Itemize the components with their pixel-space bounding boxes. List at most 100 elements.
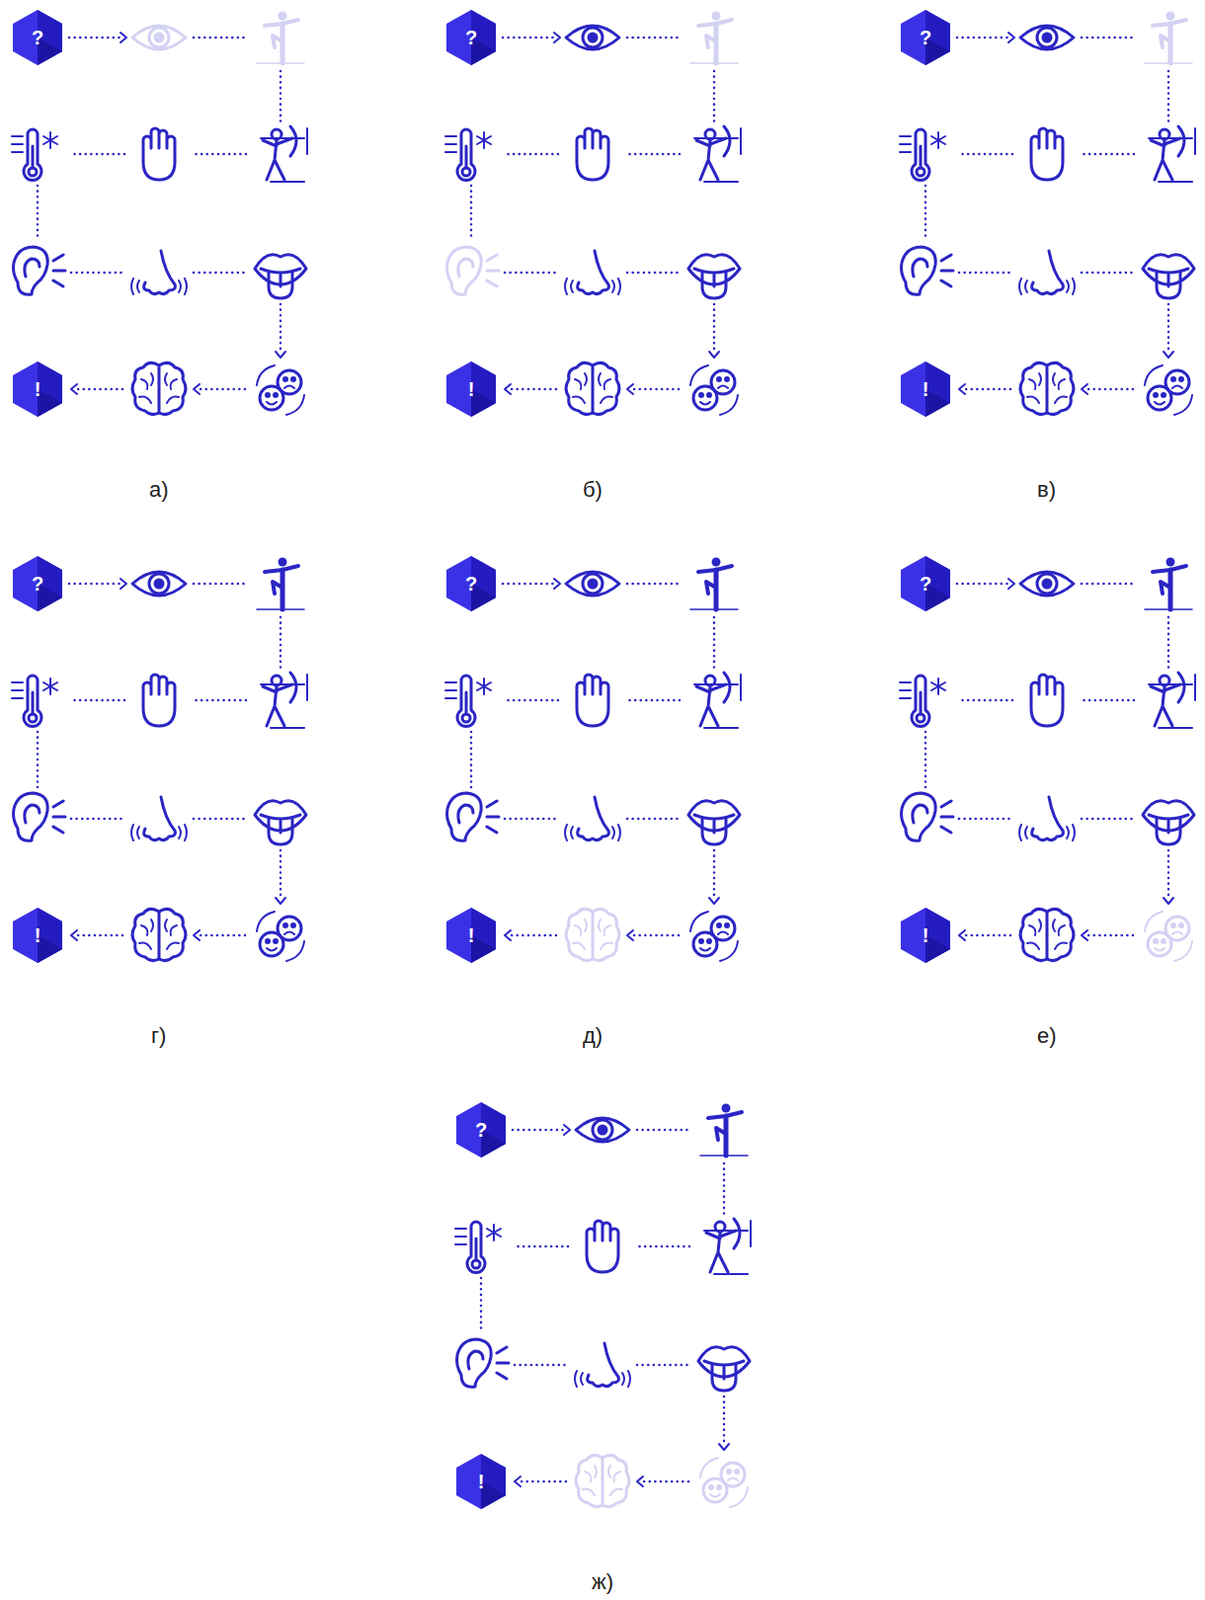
icon-part — [277, 370, 302, 395]
icon-part — [941, 269, 954, 273]
icon-part — [690, 911, 709, 932]
icon-part — [43, 132, 58, 149]
icon-part — [720, 395, 738, 415]
dotted-line — [504, 271, 559, 275]
dotted-line — [504, 817, 559, 821]
arrow-head — [120, 32, 127, 43]
icon-part — [1172, 386, 1183, 390]
icon-part — [1166, 11, 1176, 21]
dotted-line — [502, 36, 557, 40]
icon-part — [447, 246, 482, 295]
hexagon-face — [456, 1453, 506, 1510]
icon-part — [457, 675, 476, 726]
dotted-line — [631, 388, 679, 392]
icon-part — [1165, 916, 1190, 941]
icon-part — [1172, 932, 1183, 936]
icon-part — [712, 558, 722, 567]
icon-part — [714, 569, 720, 610]
icon-part — [694, 268, 734, 273]
therm-icon — [11, 675, 58, 726]
icon-part — [1160, 35, 1171, 48]
arrow-head — [627, 384, 634, 395]
dotted-line — [957, 36, 1011, 40]
dotted-line — [508, 388, 557, 392]
icon-part — [1037, 27, 1057, 48]
icon-part — [564, 278, 621, 295]
icon-part — [280, 23, 286, 64]
therm-icon — [445, 129, 491, 180]
icon-part — [266, 948, 277, 952]
icon-part — [144, 250, 176, 295]
icon-part — [941, 254, 952, 261]
icon-part — [11, 143, 23, 146]
icon-part — [708, 940, 712, 944]
icon-part — [278, 11, 288, 21]
icon-part — [1160, 581, 1171, 594]
walk-icon — [690, 11, 738, 65]
icon-part — [565, 908, 620, 961]
icon-part — [702, 272, 726, 299]
ear-icon — [447, 793, 500, 841]
icon-part — [486, 815, 499, 819]
icon-part — [279, 274, 283, 287]
icon-part — [455, 1243, 467, 1246]
hexagon-face — [900, 556, 951, 612]
icon-part — [277, 916, 302, 941]
eye-icon — [1020, 571, 1074, 596]
icon-part — [256, 365, 275, 386]
mouth-icon — [254, 801, 307, 845]
dotted-line — [36, 185, 40, 241]
hexagon-cube: ! — [446, 907, 496, 964]
walk-icon — [256, 11, 305, 65]
icon-part — [899, 681, 911, 684]
mouth-icon — [1142, 801, 1195, 845]
dotted-line — [1081, 153, 1134, 157]
arch-icon — [704, 1218, 751, 1275]
hexagon-face — [12, 9, 63, 66]
icon-part — [465, 146, 469, 168]
brain-icon — [565, 908, 620, 961]
mouth-icon — [698, 1347, 750, 1391]
dotted-line — [279, 617, 283, 669]
icon-part — [1167, 274, 1171, 287]
arch-icon — [260, 672, 308, 728]
arrow-head — [275, 351, 286, 358]
walk-icon — [1144, 11, 1193, 65]
dotted-line — [627, 36, 681, 40]
icon-part — [718, 932, 728, 936]
dotted-line — [959, 699, 1013, 703]
emo-icon — [690, 911, 738, 962]
hexagon-face — [900, 907, 951, 964]
icon-part — [912, 258, 928, 277]
icon-part — [155, 579, 163, 588]
icon-part — [911, 129, 930, 180]
icon-part — [582, 27, 603, 48]
icon-part — [306, 128, 309, 155]
dotted-line — [71, 153, 125, 157]
therm-icon — [455, 1221, 501, 1273]
icon-part — [457, 1339, 492, 1387]
emo-icon — [256, 911, 305, 962]
icon-part — [131, 824, 187, 841]
dotted-line — [480, 1278, 483, 1334]
walk-icon — [256, 558, 305, 611]
icon-part — [1045, 911, 1049, 960]
hexagon-face — [456, 1102, 506, 1158]
icon-part — [700, 394, 704, 398]
icon-part — [714, 23, 720, 64]
hand-icon — [143, 128, 175, 180]
emo-icon — [1144, 365, 1193, 415]
arch-icon — [694, 672, 741, 728]
icon-part — [53, 815, 66, 819]
icon-part — [1194, 128, 1197, 155]
icon-part — [899, 697, 911, 700]
icon-part — [919, 692, 923, 715]
icon-part — [445, 151, 457, 154]
icon-part — [260, 268, 301, 273]
brain-icon — [1020, 908, 1074, 961]
hand-icon — [576, 128, 609, 180]
hexagon-face — [925, 935, 951, 964]
icon-part — [1144, 365, 1163, 386]
nose-icon — [131, 250, 187, 295]
